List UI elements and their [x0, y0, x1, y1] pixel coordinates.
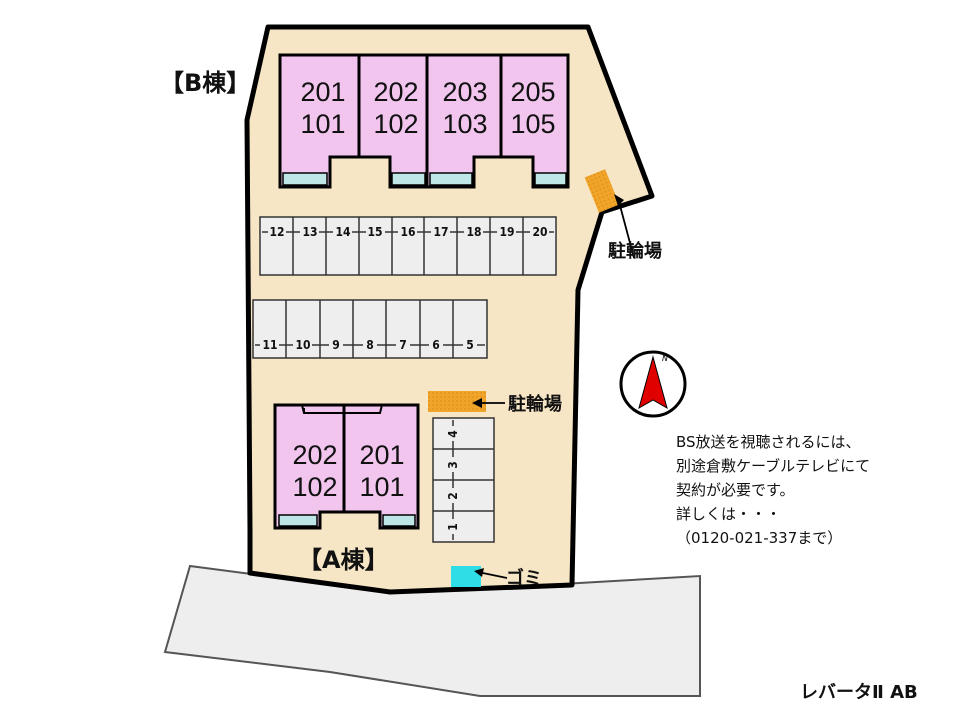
balcony: [391, 172, 426, 186]
unit-lower: 101: [359, 472, 404, 502]
parking-slot-number: 11: [262, 338, 277, 352]
unit-upper: 201: [359, 440, 404, 470]
building-a-label: 【A棟】: [298, 546, 389, 574]
bike-parking-top: [584, 169, 620, 213]
note-line: 契約が必要です。: [676, 481, 795, 499]
parking-slot-number: 6: [432, 338, 440, 352]
parking-slot-number: 3: [446, 461, 460, 469]
unit-lower: 105: [510, 109, 555, 139]
parking-slot-number: 16: [400, 225, 415, 239]
unit-upper: 202: [373, 77, 418, 107]
parking-slot-number: 1: [446, 523, 460, 531]
unit-upper: 202: [292, 440, 337, 470]
unit-lower: 101: [300, 109, 345, 139]
unit-lower: 103: [442, 109, 487, 139]
parking-row-middle: 11 10 9 8 7 6 5: [252, 299, 488, 359]
parking-slot-number: 12: [269, 225, 284, 239]
balcony: [534, 172, 567, 186]
note-line: BS放送を視聴されるには、: [676, 433, 861, 451]
parking-row-top: 12 13 14 15 16 17 18 19 20: [259, 216, 557, 276]
balcony: [278, 514, 318, 527]
parking-slot-number: 9: [332, 338, 340, 352]
parking-slot-number: 4: [446, 430, 460, 438]
unit-upper: 203: [442, 77, 487, 107]
note-line: （0120-021-337まで）: [676, 529, 843, 547]
parking-slot-number: 20: [532, 225, 547, 239]
parking-slot-number: 17: [433, 225, 448, 239]
balcony: [282, 172, 328, 186]
parking-slot-number: 7: [399, 338, 407, 352]
bs-broadcast-note: BS放送を視聴されるには、 別途倉敷ケーブルテレビにて 契約が必要です。 詳しく…: [676, 430, 946, 550]
building-a-outline: [273, 403, 420, 530]
unit-lower: 102: [292, 472, 337, 502]
parking-slot-number: 14: [335, 225, 351, 239]
compass-north-label: N: [662, 354, 668, 363]
parking-slot-number: 10: [295, 338, 310, 352]
north-arrow-icon: [638, 355, 668, 410]
parking-slot-number: 19: [499, 225, 514, 239]
parking-column-right: 4 3 2 1: [432, 417, 495, 543]
building-b-outline: [278, 53, 570, 189]
building-a: 202 102 201 101 【A棟】: [273, 403, 420, 574]
parking-slot-number: 2: [446, 492, 460, 500]
parking-slot-number: 5: [466, 338, 474, 352]
parking-slot-number: 13: [302, 225, 317, 239]
parking-slot-number: 18: [466, 225, 481, 239]
bike-parking-middle-label: 駐輪場: [508, 393, 562, 415]
note-line: 別途倉敷ケーブルテレビにて: [676, 457, 871, 475]
garbage-label: ゴミ: [506, 567, 542, 589]
parking-slot-number: 8: [366, 338, 374, 352]
unit-upper: 201: [300, 77, 345, 107]
compass: N: [619, 350, 687, 418]
building-b-label: 【B棟】: [160, 69, 250, 97]
garbage-area: [451, 566, 481, 587]
balcony: [382, 514, 416, 527]
parking-slot-number: 15: [367, 225, 382, 239]
property-name: レバータⅡ AB: [800, 682, 918, 703]
unit-lower: 102: [373, 109, 418, 139]
bike-parking-top-label: 駐輪場: [608, 240, 662, 262]
bike-parking-middle: [428, 391, 486, 412]
note-line: 詳しくは・・・: [676, 505, 782, 523]
unit-upper: 205: [510, 77, 555, 107]
balcony: [429, 172, 473, 186]
building-b: 【B棟】 201 101 202 102 203 103 205 105: [160, 53, 570, 189]
